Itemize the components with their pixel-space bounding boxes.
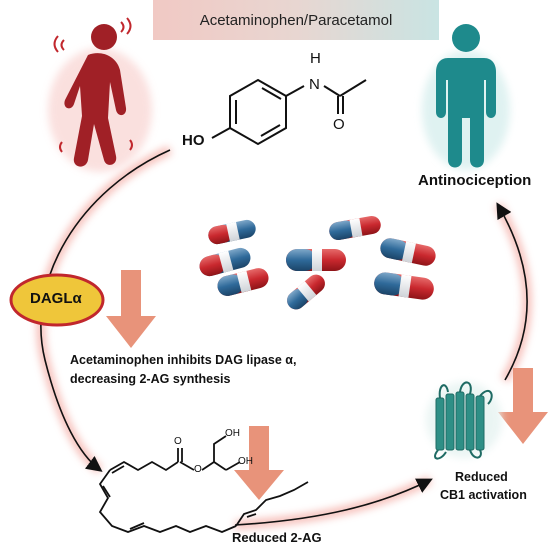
down-arrow-cb1 [498, 368, 548, 444]
pain-figure [48, 17, 152, 172]
antinociception-label: Antinociception [418, 172, 532, 189]
atom-ho: HO [182, 132, 205, 149]
pill-group [199, 216, 436, 310]
pill [329, 216, 381, 240]
pill [199, 247, 251, 277]
pill [208, 219, 256, 245]
cycle-arrow-bottom [234, 478, 433, 526]
title-bar: Acetaminophen/Paracetamol [153, 0, 439, 40]
reduced-2ag-label: Reduced 2-AG [232, 530, 322, 545]
dagla-badge [9, 273, 105, 327]
down-arrow-dagla [106, 270, 156, 348]
pill [374, 272, 434, 300]
cycle-lines [40, 149, 528, 526]
down-arrows [106, 270, 548, 500]
inhibits-line-1: Acetaminophen inhibits DAG lipase α, [70, 353, 297, 367]
cycle-arrow-right [496, 202, 528, 381]
pill [217, 268, 269, 296]
oh-top-label: OH [225, 428, 240, 439]
atom-n: N [309, 76, 320, 93]
down-arrow-2ag [234, 426, 284, 500]
pill [286, 249, 346, 271]
ester-o-label: O [174, 436, 182, 447]
dagla-label: DAGLα [30, 290, 82, 307]
oh-mid-label: OH [238, 456, 253, 467]
acetaminophen-structure [211, 78, 367, 146]
cycle-arrow-left [40, 149, 171, 472]
reduced-cb1-line-1: Reduced [455, 470, 508, 484]
reduced-cb1-line-2: CB1 activation [440, 488, 527, 502]
cb1-receptor [426, 381, 502, 460]
pill [380, 238, 436, 266]
inhibits-line-2: decreasing 2-AG synthesis [70, 372, 231, 386]
atom-o: O [333, 116, 345, 133]
atom-h: H [310, 50, 321, 67]
title-text: Acetaminophen/Paracetamol [199, 11, 393, 29]
ester-o2-label: O [194, 464, 202, 475]
pill [287, 274, 325, 310]
relief-figure [422, 24, 510, 170]
2ag-structure [98, 435, 309, 533]
